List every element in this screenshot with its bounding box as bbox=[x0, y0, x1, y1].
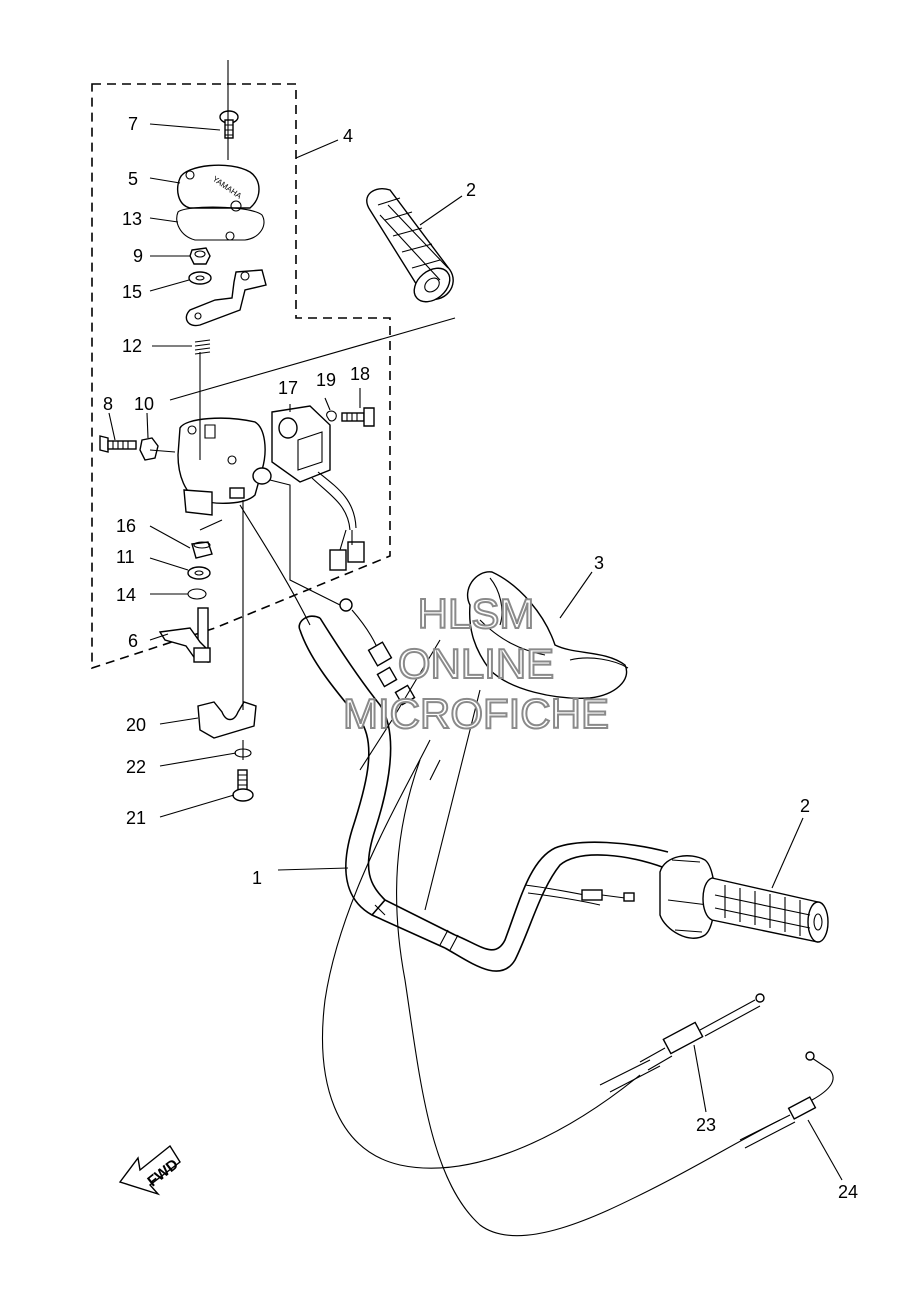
callout-2-left: 2 bbox=[466, 180, 476, 200]
callout-8: 8 bbox=[103, 394, 113, 414]
part-7-screw bbox=[219, 110, 239, 139]
part-10-nut bbox=[139, 437, 159, 461]
part-21-screw bbox=[232, 769, 254, 802]
left-grip bbox=[366, 188, 454, 303]
part-9-nut bbox=[189, 247, 211, 265]
callout-16: 16 bbox=[116, 516, 136, 536]
part-18-screw bbox=[341, 407, 375, 427]
callout-4: 4 bbox=[343, 126, 353, 146]
part-19-clip bbox=[326, 410, 337, 422]
watermark-line-3: MICROFICHE bbox=[343, 690, 609, 737]
callout-14: 14 bbox=[116, 585, 136, 605]
fwd-arrow-icon bbox=[118, 1144, 181, 1196]
watermark-line-1: HLSM bbox=[418, 590, 535, 637]
callout-24: 24 bbox=[838, 1182, 858, 1202]
explode-lines bbox=[149, 60, 481, 911]
callout-labels: 7 5 13 9 15 12 8 10 16 11 14 6 20 22 21 … bbox=[103, 114, 858, 1202]
assembly-boundary bbox=[91, 83, 391, 670]
part-15-washer bbox=[188, 271, 212, 285]
callout-22: 22 bbox=[126, 757, 146, 777]
hand-guard bbox=[466, 571, 629, 699]
cable-routing bbox=[322, 739, 781, 1237]
lever-bracket bbox=[185, 269, 267, 327]
part-8-screw bbox=[99, 435, 137, 453]
part-13-gasket bbox=[176, 206, 265, 241]
part-11-washer bbox=[187, 566, 211, 580]
callout-15: 15 bbox=[122, 282, 142, 302]
throttle-cable-ends bbox=[524, 884, 635, 906]
callout-23: 23 bbox=[696, 1115, 716, 1135]
callout-3: 3 bbox=[594, 553, 604, 573]
part-16-collar bbox=[191, 541, 213, 559]
callout-11: 11 bbox=[116, 547, 135, 567]
callout-20: 20 bbox=[126, 715, 146, 735]
callout-9: 9 bbox=[133, 246, 143, 266]
callout-13: 13 bbox=[122, 209, 142, 229]
callout-7: 7 bbox=[128, 114, 138, 134]
part-20-clamp bbox=[197, 701, 257, 739]
callout-2-right: 2 bbox=[800, 796, 810, 816]
callout-17: 17 bbox=[278, 378, 298, 398]
callout-21: 21 bbox=[126, 808, 146, 828]
callout-19: 19 bbox=[316, 370, 336, 390]
part-12-spring bbox=[194, 339, 211, 355]
choke-cable bbox=[739, 1051, 834, 1149]
callout-18: 18 bbox=[350, 364, 370, 384]
watermark-line-2: ONLINE bbox=[398, 640, 554, 687]
callout-5: 5 bbox=[128, 169, 138, 189]
callout-6: 6 bbox=[128, 631, 138, 651]
throttle-cable bbox=[599, 993, 765, 1093]
watermark: HLSM ONLINE MICROFICHE bbox=[342, 589, 610, 738]
part-6-lever bbox=[158, 607, 211, 663]
fwd-badge: FWD bbox=[118, 1144, 182, 1196]
handlebar bbox=[298, 615, 669, 972]
switch-cable bbox=[261, 477, 416, 706]
part-14-ring bbox=[187, 588, 207, 600]
part-17-switch bbox=[271, 405, 331, 483]
callout-12: 12 bbox=[122, 336, 142, 356]
part-5-cover: YAMAHA bbox=[177, 164, 260, 212]
wire-harness bbox=[311, 471, 365, 571]
left-switch-housing bbox=[177, 417, 272, 516]
callout-1: 1 bbox=[252, 868, 262, 888]
callout-10: 10 bbox=[134, 394, 154, 414]
leader-lines bbox=[108, 123, 843, 1181]
right-grip bbox=[702, 877, 829, 943]
right-throttle-housing bbox=[659, 855, 716, 939]
